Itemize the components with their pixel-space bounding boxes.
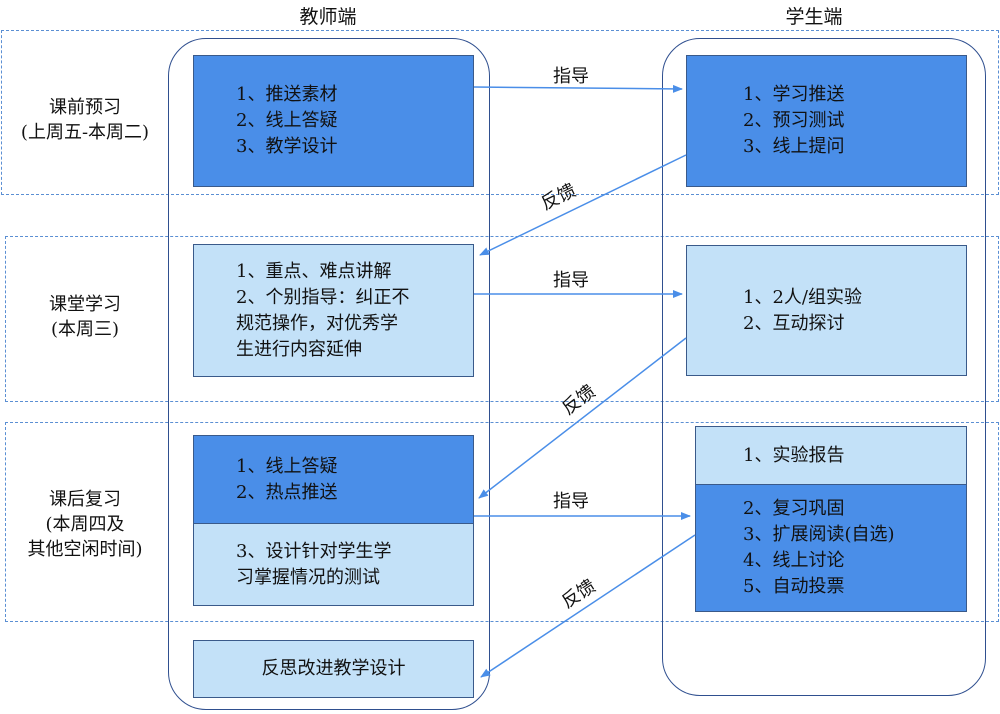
phase-band-class [5, 236, 999, 402]
guide-arrow-pre [473, 84, 683, 93]
phase-time: (上周五-本周二) [20, 122, 150, 143]
phase-band-pre [1, 30, 999, 195]
box-line: 2、线上答疑 [236, 110, 338, 131]
box-line: 1、2人/组实验 [743, 286, 862, 308]
student-column-frame [662, 38, 986, 696]
box-line: 3、教学设计 [236, 136, 338, 157]
box-line: 习掌握情况的测试 [236, 566, 380, 588]
teacher-column-title: 教师端 [299, 6, 357, 28]
phase-time: (本周四及 [45, 514, 125, 535]
phase-name: 课后复习 [49, 489, 121, 510]
box-line: 反思改进教学设计 [261, 658, 406, 679]
phase-time: (本周三) [50, 319, 120, 340]
box-line: 3、线上提问 [743, 136, 845, 157]
guide-label-pre: 指导 [553, 66, 589, 87]
student-post-box-bottom: 2、复习巩固 3、扩展阅读(自选) 4、线上讨论 5、自动投票 [695, 484, 967, 612]
box-line: 生进行内容延伸 [236, 338, 362, 360]
box-line: 2、个别指导：纠正不 [236, 286, 410, 308]
teacher-class-box: 1、重点、难点讲解 2、个别指导：纠正不 规范操作，对优秀学 生进行内容延伸 [193, 244, 474, 377]
box-line: 5、自动投票 [743, 576, 845, 597]
phase-label-class: 课堂学习 (本周三) [0, 292, 170, 342]
feedback-arrow-pre [479, 154, 687, 256]
guide-label-post: 指导 [553, 491, 589, 512]
box-line: 3、设计针对学生学 [236, 540, 392, 562]
box-line: 2、复习巩固 [743, 498, 845, 519]
phase-name: 课前预习 [49, 97, 121, 118]
box-line: 1、学习推送 [743, 84, 845, 105]
phase-name: 课堂学习 [49, 294, 121, 315]
phase-label-post: 课后复习 (本周四及 其他空闲时间) [0, 487, 170, 562]
box-line: 4、线上讨论 [743, 550, 845, 571]
teacher-post-box-top: 1、线上答疑 2、热点推送 [193, 435, 474, 524]
box-line: 2、预习测试 [743, 110, 845, 131]
box-line: 规范操作，对优秀学 [236, 312, 398, 334]
teacher-post-box-bottom: 3、设计针对学生学 习掌握情况的测试 [193, 523, 474, 606]
feedback-arrow-post [480, 534, 696, 678]
box-line: 1、重点、难点讲解 [236, 260, 392, 282]
phase-label-pre: 课前预习 (上周五-本周二) [0, 95, 170, 145]
box-line: 1、线上答疑 [236, 455, 338, 477]
phase-band-post [5, 422, 999, 622]
feedback-arrow-class [478, 337, 687, 499]
student-column-title: 学生端 [785, 6, 843, 28]
box-line: 2、热点推送 [236, 481, 338, 503]
box-line: 1、实验报告 [743, 444, 845, 466]
teacher-column-frame [168, 38, 490, 710]
phase-time-cont: 其他空闲时间) [27, 539, 143, 560]
teacher-pre-box: 1、推送素材 2、线上答疑 3、教学设计 [193, 55, 474, 187]
teacher-reflect-box: 反思改进教学设计 [193, 640, 474, 698]
guide-label-class: 指导 [553, 270, 589, 291]
box-line: 3、扩展阅读(自选) [743, 524, 895, 545]
student-class-box: 1、2人/组实验 2、互动探讨 [686, 245, 967, 376]
box-line: 1、推送素材 [236, 84, 338, 105]
box-line: 2、互动探讨 [743, 312, 845, 334]
student-pre-box: 1、学习推送 2、预习测试 3、线上提问 [686, 55, 967, 187]
